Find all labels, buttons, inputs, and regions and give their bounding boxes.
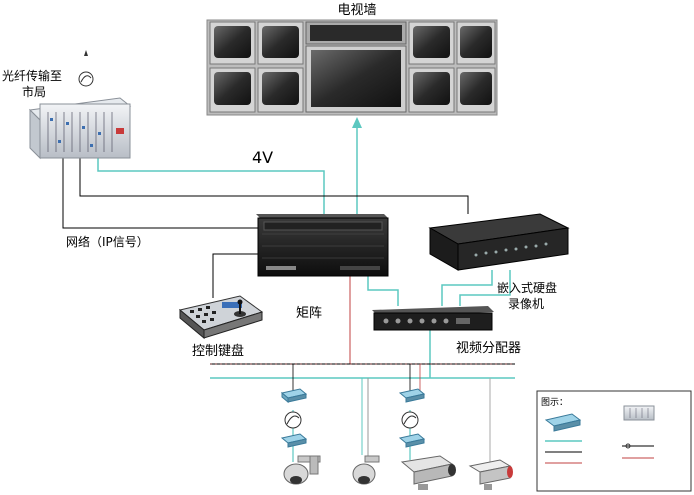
box-camera-3: [400, 455, 456, 490]
network-line-fiber-dvr: [79, 158, 469, 214]
video-line-matrix-distributor: [367, 276, 399, 306]
monitor-top-left-2: [257, 21, 304, 65]
fiber-transmitter: [28, 97, 132, 160]
decoder-3: [398, 388, 426, 403]
distributor-label: 视频分配器: [456, 341, 521, 356]
dvr-device: [428, 213, 570, 271]
keyboard-label: 控制键盘: [192, 343, 244, 359]
matrix-label: 矩阵: [296, 306, 322, 321]
monitor-bottom-right-1: [408, 67, 455, 113]
control-line-keyboard-matrix: [212, 253, 258, 298]
dome-camera-1: [283, 455, 321, 485]
video-line-dvr-distributor: [441, 270, 493, 306]
connection-lines: [62, 117, 515, 462]
video-line-4v: [97, 150, 325, 214]
control-keyboard: [178, 295, 264, 340]
monitor-top-right-2: [456, 21, 496, 65]
dvr-label-line2: 录像机: [508, 297, 544, 311]
matrix-device: [256, 214, 389, 277]
network-ip-label: 网络（IP信号）: [66, 234, 149, 249]
monitor-top-left-1: [209, 21, 256, 65]
dvr-label-line1: 嵌入式硬盘: [497, 280, 557, 295]
decoder-1b: [280, 433, 308, 448]
monitor-bottom-right-2: [456, 67, 496, 113]
vga-4v-label: 4V: [252, 148, 273, 167]
monitor-bottom-left-2: [257, 67, 304, 113]
main-display: [305, 21, 407, 113]
decoder-3b: [398, 433, 426, 448]
legend-marker-converter: [625, 443, 631, 449]
tv-wall-label: 电视墙: [337, 3, 376, 18]
dome-camera-2: [352, 455, 380, 485]
legend-icon-transmitter: [623, 405, 655, 421]
monitor-top-right-1: [408, 21, 455, 65]
network-line-ip: [62, 158, 258, 229]
arrow-to-tv-wall: [352, 117, 362, 128]
converter-1: [284, 411, 302, 429]
fiber-label-line2: 市局: [22, 84, 46, 99]
video-line-dvr-distributor-2: [459, 270, 511, 306]
tv-wall: [206, 19, 498, 116]
fiber-label-line1: 光纤传输至: [2, 68, 62, 83]
bullet-camera-4: [468, 459, 513, 490]
fiber-icon: [78, 50, 94, 87]
decoder-1: [280, 388, 308, 404]
video-distributor: [372, 306, 494, 331]
monitor-bottom-left-1: [209, 67, 256, 113]
legend-box: 图示：: [536, 390, 692, 492]
legend-title: 图示：: [541, 397, 568, 408]
converter-3: [401, 411, 419, 429]
legend-icon-decoder: [544, 413, 582, 432]
